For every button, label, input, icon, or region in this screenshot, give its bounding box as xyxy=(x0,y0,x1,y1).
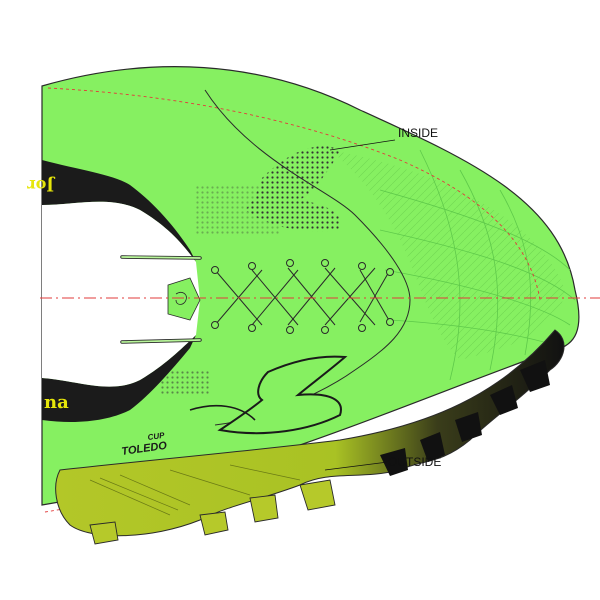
collar-brand-text-bottom: na xyxy=(44,392,69,413)
outside-leader-line xyxy=(324,461,389,471)
collar-brand-text-top: Jor xyxy=(27,176,56,195)
inside-label: INSIDE xyxy=(398,126,438,140)
perforation-zone-lower xyxy=(160,370,210,395)
toe-grid-lines xyxy=(379,149,576,381)
heel-collar-top xyxy=(42,160,196,262)
joma-swoosh-icon xyxy=(189,404,256,421)
outsole-texture xyxy=(89,464,301,516)
inside-leader-line xyxy=(329,139,396,151)
joma-j-icon xyxy=(217,355,348,435)
rear-studs xyxy=(89,479,336,545)
model-suffix: CUP xyxy=(147,431,166,442)
joma-heel-badge-icon xyxy=(167,277,201,321)
studs xyxy=(380,360,550,476)
outsole xyxy=(55,329,565,537)
toe-mesh-texture xyxy=(330,150,565,360)
inside-stitch-line xyxy=(47,87,541,301)
heel-collar-bottom xyxy=(42,335,196,422)
inside-brand-graphic xyxy=(245,146,341,232)
lacing xyxy=(120,255,395,344)
heel-badge-mark xyxy=(175,292,187,305)
outside-label: OUTSIDE xyxy=(388,455,441,469)
